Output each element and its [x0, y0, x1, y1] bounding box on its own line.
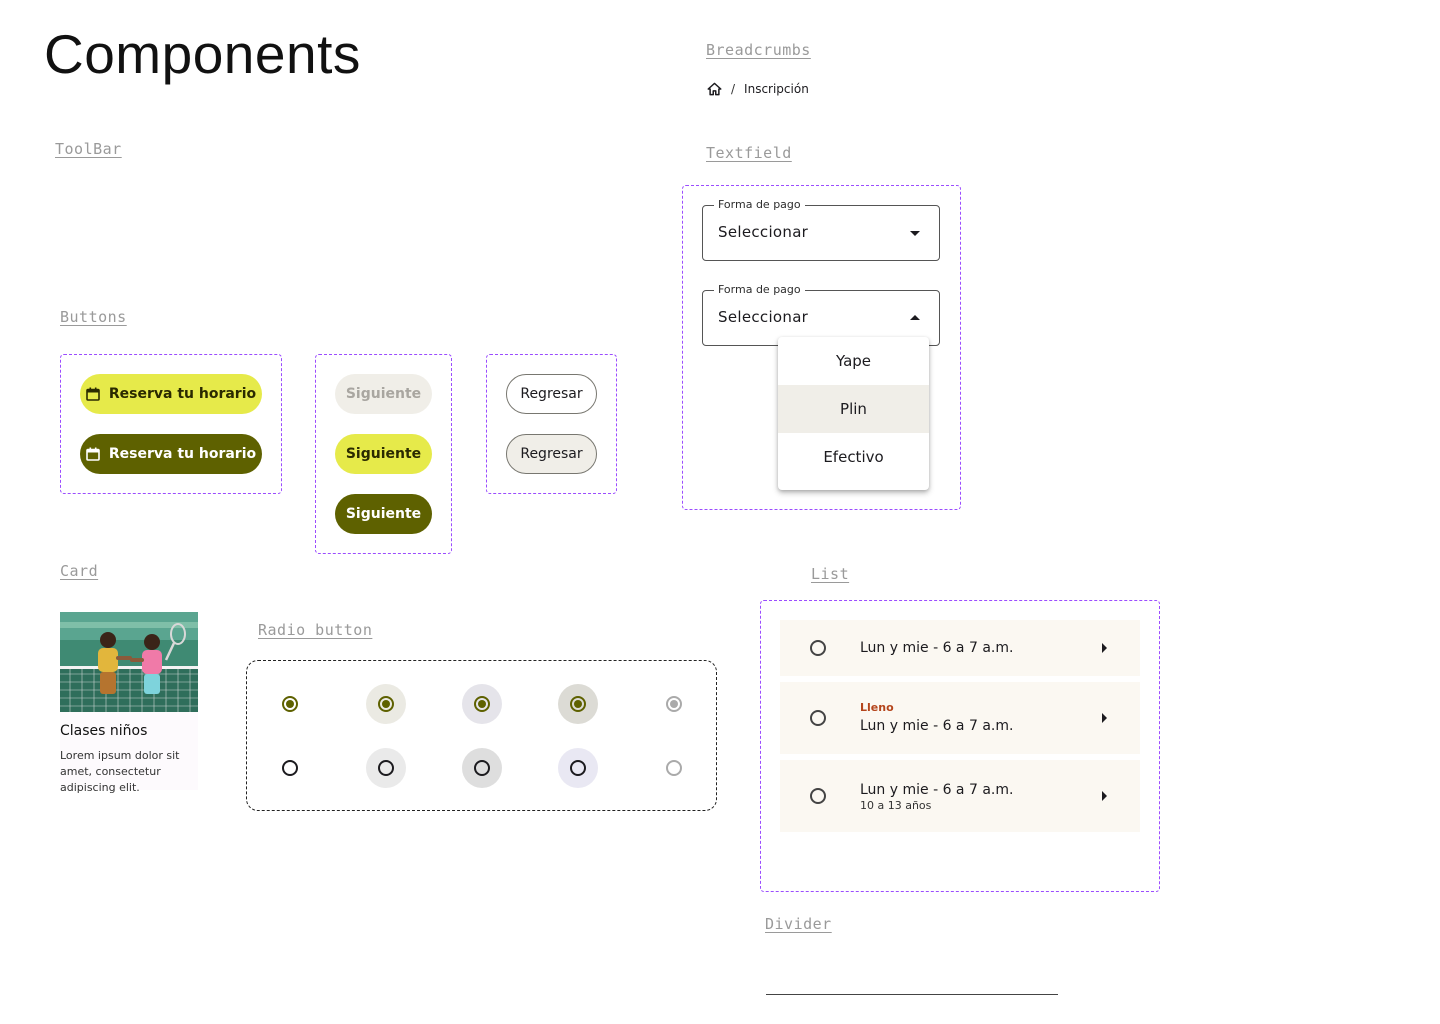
- caret-down-icon: [910, 231, 920, 236]
- menu-item-efectivo[interactable]: Efectivo: [823, 448, 884, 466]
- radio-selected-focus[interactable]: [462, 684, 502, 724]
- list-item-radio[interactable]: [810, 640, 826, 656]
- card-body: Lorem ipsum dolor sit amet, consectetur …: [60, 749, 180, 794]
- card-title: Clases niños: [60, 723, 148, 739]
- list-item-text: Lun y mie - 6 a 7 a.m.: [860, 782, 1014, 798]
- section-label-buttons: Buttons: [60, 308, 127, 326]
- section-label-list: List: [811, 565, 850, 583]
- arrow-right-icon: [1102, 643, 1107, 653]
- payment-select-label: Forma de pago: [714, 198, 805, 211]
- page-title: Components: [44, 23, 361, 85]
- section-label-toolbar: ToolBar: [55, 140, 122, 158]
- breadcrumb: / Inscripción: [707, 82, 809, 96]
- reserve-buttons-group: [60, 354, 282, 494]
- payment-select-closed[interactable]: Forma de pago Seleccionar: [702, 198, 940, 261]
- payment-options-menu: Yape Plin Efectivo: [778, 337, 929, 490]
- menu-item-plin[interactable]: Plin: [778, 385, 929, 433]
- next-button-disabled: Siguiente: [335, 374, 432, 414]
- arrow-right-icon: [1102, 713, 1107, 723]
- next-buttons-group: [315, 354, 452, 554]
- section-label-radio: Radio button: [258, 621, 373, 639]
- textfield-group: [682, 185, 961, 510]
- list-item-text: Lun y mie - 6 a 7 a.m.: [860, 640, 1014, 656]
- arrow-right-icon: [1102, 791, 1107, 801]
- caret-up-icon: [910, 315, 920, 320]
- radio-selected-disabled: [654, 684, 694, 724]
- radio-unselected-disabled: [654, 748, 694, 788]
- list-item-radio[interactable]: [810, 788, 826, 804]
- section-label-textfield: Textfield: [706, 144, 792, 162]
- back-button-outlined-hover[interactable]: Regresar: [506, 434, 597, 474]
- payment-select-value: Seleccionar: [718, 308, 809, 326]
- home-icon[interactable]: [707, 82, 722, 96]
- list-item[interactable]: Lun y mie - 6 a 7 a.m. 10 a 13 años: [780, 760, 1140, 832]
- list-item-overline: Lleno: [860, 701, 894, 714]
- card-image: [60, 612, 198, 712]
- payment-select-label: Forma de pago: [714, 283, 805, 296]
- list-group: [760, 600, 1160, 892]
- reserve-button-label: Reserva tu horario: [108, 446, 257, 462]
- back-buttons-group: [486, 354, 617, 494]
- menu-item-yape[interactable]: Yape: [835, 352, 872, 370]
- back-button-outlined[interactable]: Regresar: [506, 374, 597, 414]
- section-label-breadcrumbs: Breadcrumbs: [706, 41, 811, 59]
- list-item-radio[interactable]: [810, 710, 826, 726]
- list-item-secondary: 10 a 13 años: [860, 799, 932, 812]
- radio-unselected-pressed[interactable]: [462, 748, 502, 788]
- radio-selected-pressed[interactable]: [558, 684, 598, 724]
- next-button-filled[interactable]: Siguiente: [335, 494, 432, 534]
- breadcrumb-separator: /: [731, 82, 736, 96]
- radio-selected-hover[interactable]: [366, 684, 406, 724]
- section-label-card: Card: [60, 562, 99, 580]
- divider-line: [766, 994, 1058, 995]
- calendar-icon: [86, 447, 100, 461]
- radio-unselected-hover[interactable]: [366, 748, 406, 788]
- radio-group: [246, 660, 717, 811]
- reserve-button-tonal[interactable]: Reserva tu horario: [80, 374, 262, 414]
- calendar-icon: [86, 387, 100, 401]
- radio-unselected-focus[interactable]: [558, 748, 598, 788]
- breadcrumb-current[interactable]: Inscripción: [744, 82, 809, 96]
- reserve-button-filled[interactable]: Reserva tu horario: [80, 434, 262, 474]
- list-item[interactable]: Lun y mie - 6 a 7 a.m.: [780, 620, 1140, 676]
- list-item[interactable]: Lleno Lun y mie - 6 a 7 a.m.: [780, 682, 1140, 754]
- section-label-divider: Divider: [765, 915, 832, 933]
- payment-select-value: Seleccionar: [718, 223, 809, 241]
- reserve-button-label: Reserva tu horario: [108, 386, 257, 402]
- list-item-text: Lun y mie - 6 a 7 a.m.: [860, 718, 1014, 734]
- next-button-tonal[interactable]: Siguiente: [335, 434, 432, 474]
- class-card[interactable]: Clases niños Lorem ipsum dolor sit amet,…: [60, 612, 198, 794]
- radio-selected-enabled[interactable]: [270, 684, 310, 724]
- radio-unselected-enabled[interactable]: [270, 748, 310, 788]
